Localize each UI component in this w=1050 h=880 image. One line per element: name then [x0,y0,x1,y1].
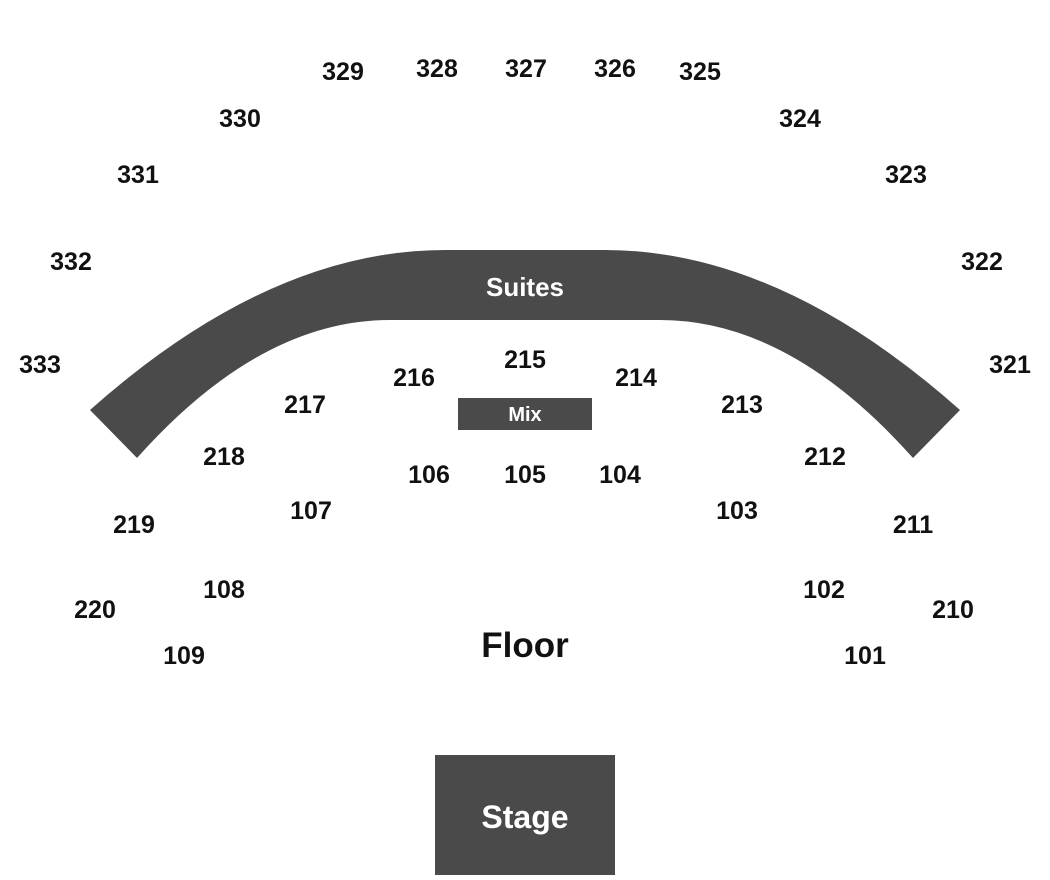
section-324[interactable]: 324 [779,105,821,133]
section-321[interactable]: 321 [989,351,1031,379]
floor-label[interactable]: Floor [481,626,569,665]
section-325[interactable]: 325 [679,58,721,86]
section-101[interactable]: 101 [844,642,886,670]
section-218[interactable]: 218 [203,443,245,471]
section-330[interactable]: 330 [219,105,261,133]
stage-block [435,755,615,875]
section-214[interactable]: 214 [615,364,657,392]
section-331[interactable]: 331 [117,161,159,189]
section-328[interactable]: 328 [416,55,458,83]
section-220[interactable]: 220 [74,596,116,624]
section-109[interactable]: 109 [163,642,205,670]
section-103[interactable]: 103 [716,497,758,525]
section-212[interactable]: 212 [804,443,846,471]
suites-block[interactable] [90,250,960,458]
section-216[interactable]: 216 [393,364,435,392]
section-326[interactable]: 326 [594,55,636,83]
section-210[interactable]: 210 [932,596,974,624]
section-323[interactable]: 323 [885,161,927,189]
mix-label: Mix [508,404,541,426]
section-106[interactable]: 106 [408,461,450,489]
suites-label: Suites [486,272,564,302]
section-332[interactable]: 332 [50,248,92,276]
section-329[interactable]: 329 [322,58,364,86]
section-219[interactable]: 219 [113,511,155,539]
section-333[interactable]: 333 [19,351,61,379]
section-213[interactable]: 213 [721,391,763,419]
section-102[interactable]: 102 [803,576,845,604]
section-217[interactable]: 217 [284,391,326,419]
section-105[interactable]: 105 [504,461,546,489]
section-215[interactable]: 215 [504,346,546,374]
section-211[interactable]: 211 [893,511,933,539]
stage-label: Stage [481,799,568,835]
mix-block[interactable] [458,398,592,430]
section-322[interactable]: 322 [961,248,1003,276]
section-108[interactable]: 108 [203,576,245,604]
section-327[interactable]: 327 [505,55,547,83]
section-104[interactable]: 104 [599,461,641,489]
section-107[interactable]: 107 [290,497,332,525]
